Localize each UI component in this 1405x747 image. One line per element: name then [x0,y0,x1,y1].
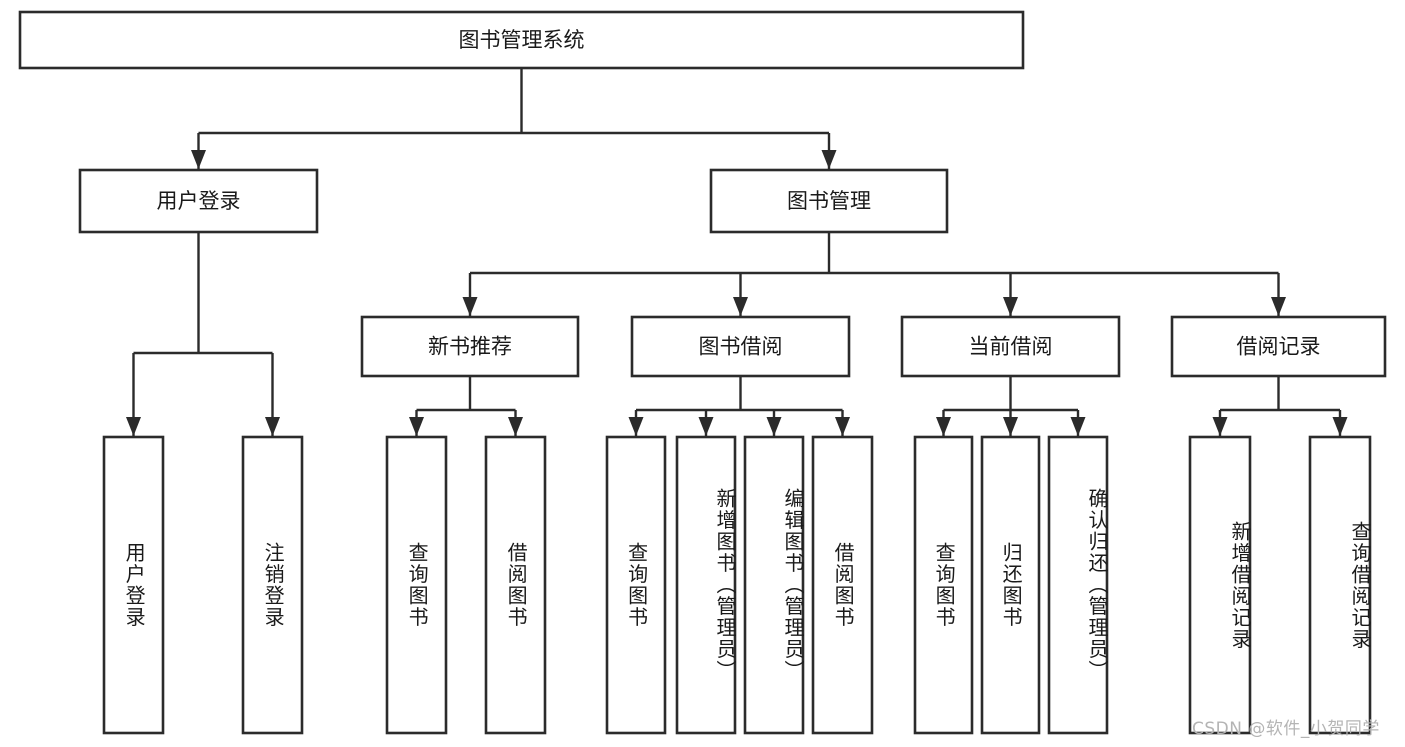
node-book-manage-box [709,168,949,234]
node-leaf-query-record-box [1308,435,1372,735]
node-box-layer [18,10,1387,735]
node-leaf-query-book-3-box [913,435,974,735]
current-borrow-arrow-0 [936,417,951,436]
node-root-box [18,10,1025,70]
node-root-label: 图书管理系统 [459,28,585,52]
book-borrow-arrow-1 [698,417,714,436]
connector-layer [126,68,1348,436]
book-manage-arrow-2 [1003,297,1018,316]
node-borrow-record-box [1170,315,1387,378]
node-leaf-borrow-book-2-box [811,435,874,735]
node-leaf-borrow-book-1-box [484,435,547,735]
node-current-borrow-box [900,315,1121,378]
node-book-borrow-label: 图书借阅 [699,335,783,359]
node-current-borrow-label: 当前借阅 [969,335,1053,359]
current-borrow-arrow-1 [1003,417,1018,436]
user-login-arrow-1 [265,417,280,436]
borrow-record-arrow-1 [1332,417,1348,436]
borrow-record-arrow-0 [1212,417,1228,436]
book-manage-arrow-0 [462,297,478,316]
root-arrow-0 [191,150,206,169]
current-borrow-arrow-2 [1070,417,1086,436]
new-book-recommend-arrow-0 [409,417,424,436]
node-leaf-add-record-box [1188,435,1252,735]
book-borrow-arrow-2 [766,417,782,436]
book-manage-arrow-3 [1271,297,1286,316]
node-new-book-recommend-box [360,315,580,378]
book-manage-arrow-1 [733,297,748,316]
book-borrow-arrow-0 [628,417,644,436]
user-login-arrow-0 [126,417,141,436]
node-leaf-query-book-1-box [385,435,448,735]
new-book-recommend-arrow-1 [508,417,523,436]
node-user-login-box [78,168,319,234]
node-leaf-return-book-box [980,435,1041,735]
node-leaf-query-book-2-box [605,435,667,735]
node-leaf-edit-book-box [743,435,805,735]
node-leaf-user-login-box [102,435,165,735]
node-book-manage-label: 图书管理 [787,189,871,213]
root-arrow-1 [821,150,837,169]
node-borrow-record-label: 借阅记录 [1237,335,1321,359]
node-book-borrow-box [630,315,851,378]
book-borrow-arrow-3 [835,417,850,436]
node-leaf-confirm-return-box [1047,435,1109,735]
csdn-watermark: CSDN @软件_小贺同学 [1192,719,1380,739]
node-leaf-user-logout-box [241,435,304,735]
node-new-book-recommend-label: 新书推荐 [428,335,512,359]
node-leaf-add-book-box [675,435,737,735]
node-user-login-label: 用户登录 [157,189,241,213]
